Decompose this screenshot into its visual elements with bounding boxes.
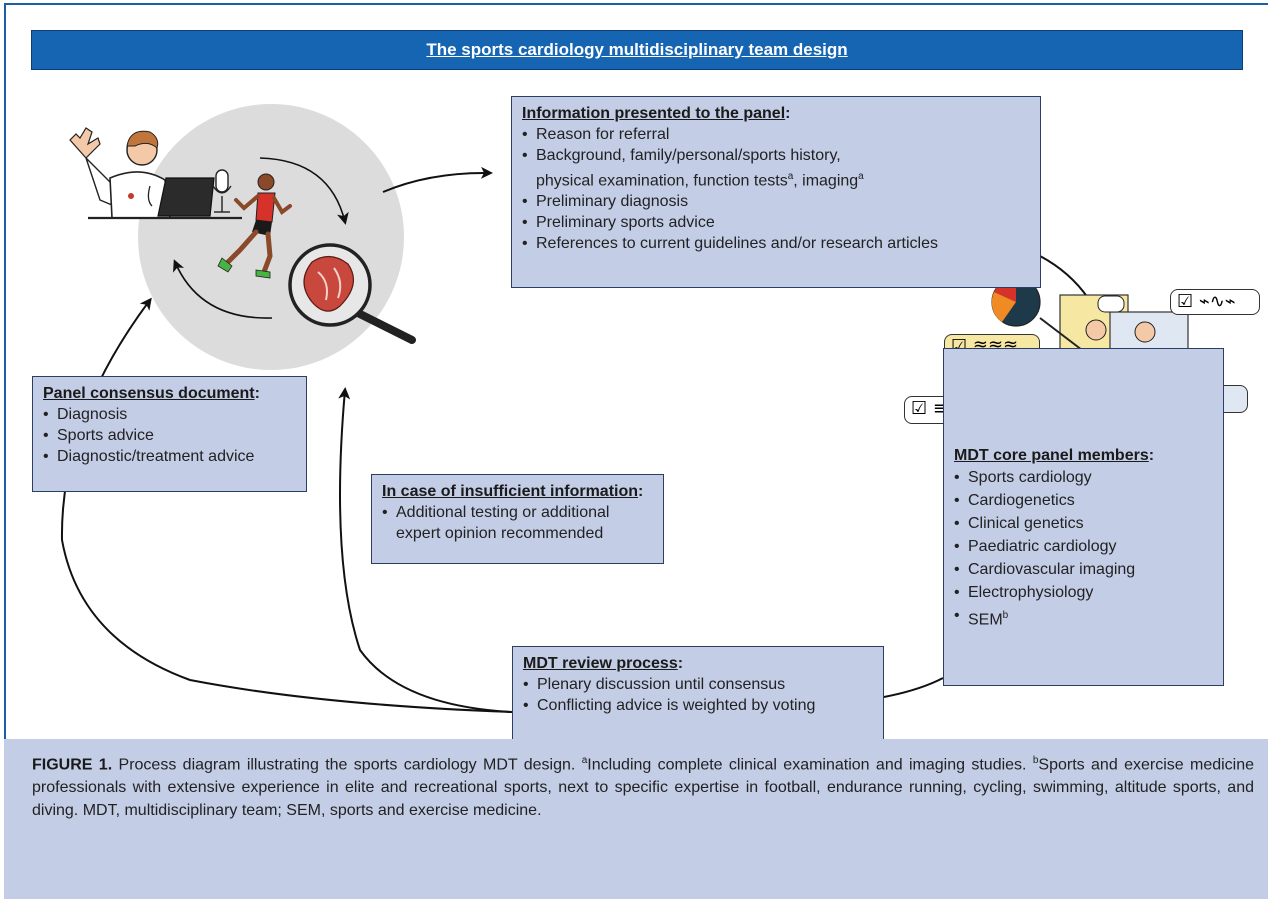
consensus-box: Panel consensus document: Diagnosis Spor… <box>32 376 307 492</box>
consensus-item: Diagnosis <box>43 404 296 425</box>
title-bar: The sports cardiology multidisciplinary … <box>31 30 1243 70</box>
superscript-a: a <box>858 171 864 182</box>
member-item: Paediatric cardiology <box>954 535 1213 558</box>
insufficient-item: Additional testing or additional expert o… <box>382 502 653 544</box>
superscript-a: a <box>787 171 794 182</box>
line-members-review <box>883 677 944 698</box>
info-item-continued: physical examination, function testsa, i… <box>536 171 864 190</box>
info-item: Preliminary diagnosis <box>522 191 1030 212</box>
caption-sup-a: a <box>581 755 588 766</box>
superscript-b: b <box>1002 610 1009 621</box>
pie-chart-icon <box>991 277 1041 327</box>
consensus-heading: Panel consensus document <box>43 385 255 402</box>
info-item: Reason for referral <box>522 124 1030 145</box>
insufficient-text-1: Additional testing or additional <box>396 504 610 521</box>
consensus-item: Diagnostic/treatment advice <box>43 446 296 467</box>
info-item-text: physical examination, function tests <box>536 172 788 190</box>
caption-text-1: Process diagram illustrating the sports … <box>118 756 576 774</box>
figure-title: The sports cardiology multidisciplinary … <box>426 40 848 59</box>
member-item: Cardiovascular imaging <box>954 558 1213 581</box>
insufficient-text-2: expert opinion recommended <box>396 525 604 542</box>
member-item: Cardiogenetics <box>954 489 1213 512</box>
member-item: SEMb <box>954 604 1213 631</box>
member-item: Clinical genetics <box>954 512 1213 535</box>
ecg-icon: ☑ ⌁∿⌁ <box>1170 289 1260 315</box>
review-box: MDT review process: Plenary discussion u… <box>512 646 884 742</box>
info-item-text: imaging <box>802 172 859 190</box>
review-item: Conflicting advice is weighted by voting <box>523 695 873 716</box>
caption-text-2: Including complete clinical examination … <box>587 756 1027 774</box>
arrow-review-to-circle <box>338 387 513 713</box>
caption-label: FIGURE 1. <box>32 756 113 774</box>
info-item: Preliminary sports advice <box>522 212 1030 233</box>
microphone-icon <box>212 169 232 213</box>
member-item: Electrophysiology <box>954 581 1213 604</box>
doctor-waving-icon <box>69 127 171 219</box>
caption-sup-b: b <box>1032 755 1039 766</box>
runner-icon <box>217 173 292 279</box>
consensus-item: Sports advice <box>43 425 296 446</box>
line-info-members <box>1039 255 1089 299</box>
info-item: References to current guidelines and/or … <box>522 233 1030 254</box>
cycle-arrow-right <box>259 157 349 225</box>
info-box: Information presented to the panel: Reas… <box>511 96 1041 288</box>
review-item: Plenary discussion until consensus <box>523 674 873 695</box>
info-item: Background, family/personal/sports histo… <box>522 145 1030 166</box>
heart-magnifier-icon <box>288 243 416 344</box>
cycle-arrow-left <box>173 259 273 319</box>
caption-text-3: Sports and exercise medicine professiona… <box>32 756 1255 820</box>
process-circle <box>138 104 404 370</box>
arrow-to-info <box>382 166 493 193</box>
member-item: Sports cardiology <box>954 466 1213 489</box>
member-item-text: SEM <box>968 611 1003 629</box>
insufficient-box: In case of insufficient information: Add… <box>371 474 664 564</box>
review-heading: MDT review process <box>523 655 678 672</box>
insufficient-heading: In case of insufficient information <box>382 483 639 500</box>
info-heading: Information presented to the panel <box>522 105 786 122</box>
laptop-icon <box>157 177 215 217</box>
members-heading: MDT core panel members <box>954 447 1149 464</box>
figure-caption: FIGURE 1. Process diagram illustrating t… <box>4 739 1268 899</box>
members-box: MDT core panel members: Sports cardiolog… <box>943 348 1224 686</box>
